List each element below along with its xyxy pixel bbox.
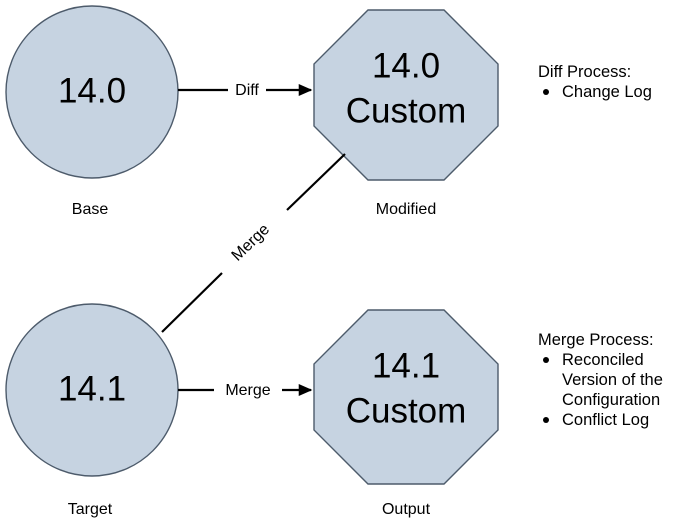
edge-merge-diagonal-lower <box>161 272 223 333</box>
legend-merge-title: Merge Process: <box>538 331 654 349</box>
bullet-icon <box>543 89 549 95</box>
bullet-icon <box>543 357 549 363</box>
node-base-caption: Base <box>72 201 109 218</box>
node-target-caption: Target <box>68 501 113 518</box>
legend-merge-item-text: Conflict Log <box>562 411 650 429</box>
node-target-label: 14.1 <box>58 369 126 408</box>
node-output-caption: Output <box>382 501 431 518</box>
node-base[interactable] <box>5 5 179 179</box>
legend-diff-title: Diff Process: <box>538 63 632 81</box>
node-modified-label-line1: 14.0 <box>372 46 440 85</box>
edge-merge-diagonal-label: Merge <box>229 221 274 265</box>
legend-merge-item: Conflict Log <box>538 410 692 430</box>
legend-diff-item: Change Log <box>538 82 690 102</box>
legend-merge-item-text: Reconciled Version of the Configuration <box>562 351 663 409</box>
legend-diff-item-text: Change Log <box>562 83 652 101</box>
node-output-label-line2: Custom <box>346 391 467 430</box>
legend-diff-list: Change Log <box>538 82 690 102</box>
node-output-label-line1: 14.1 <box>372 346 440 385</box>
edge-merge-diagonal-upper <box>286 153 346 211</box>
edge-merge-label: Merge <box>225 382 270 399</box>
legend-merge-item: Reconciled Version of the Configuration <box>538 350 692 410</box>
node-modified-caption: Modified <box>376 201 436 218</box>
edge-diff-label: Diff <box>235 82 259 99</box>
legend-diff-process: Diff Process: Change Log <box>538 62 690 102</box>
node-modified[interactable] <box>313 9 499 181</box>
node-modified-label-line2: Custom <box>346 91 467 130</box>
node-output[interactable] <box>313 309 499 485</box>
node-base-label: 14.0 <box>58 71 126 110</box>
legend-merge-process: Merge Process: Reconciled Version of the… <box>538 330 692 430</box>
bullet-icon <box>543 417 549 423</box>
legend-merge-list: Reconciled Version of the Configuration … <box>538 350 692 430</box>
